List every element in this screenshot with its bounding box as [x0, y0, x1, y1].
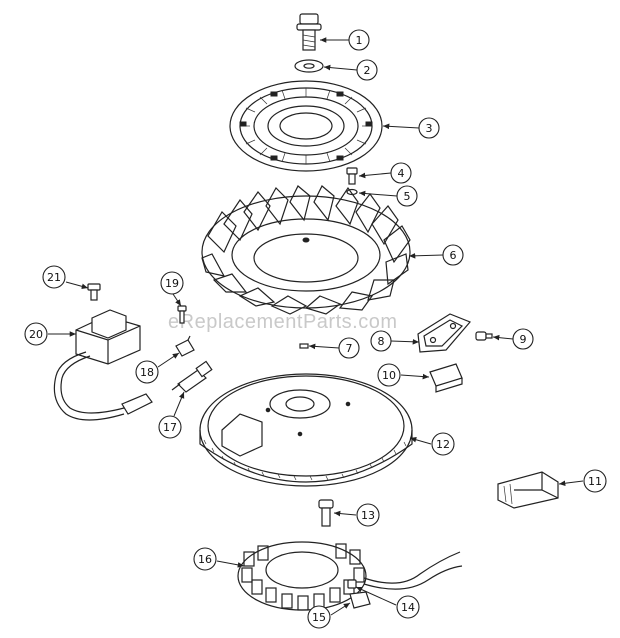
svg-text:9: 9 [520, 333, 527, 346]
callout-2: 2 [356, 59, 378, 81]
callout-10: 10 [377, 363, 401, 387]
svg-text:6: 6 [450, 249, 457, 262]
part-9-screw [475, 331, 493, 341]
part-13-bolt [318, 499, 334, 527]
svg-text:16: 16 [198, 553, 212, 566]
part-1-flange-bolt [296, 13, 322, 51]
part-12-flywheel [199, 373, 413, 487]
callout-8: 8 [370, 330, 392, 352]
part-16-stator [237, 541, 463, 611]
callout-1: 1 [348, 29, 370, 51]
svg-text:13: 13 [361, 509, 375, 522]
part-19-screw [177, 305, 187, 324]
callout-19: 19 [160, 271, 184, 295]
svg-text:17: 17 [163, 421, 177, 434]
callout-6: 6 [442, 244, 464, 266]
svg-text:15: 15 [312, 611, 326, 624]
callout-5: 5 [396, 185, 418, 207]
callout-12: 12 [431, 432, 455, 456]
callout-4: 4 [390, 162, 412, 184]
callout-15: 15 [307, 605, 331, 629]
svg-text:11: 11 [588, 475, 602, 488]
svg-text:19: 19 [165, 277, 179, 290]
part-20-ignition-coil [53, 309, 153, 421]
svg-text:20: 20 [29, 328, 43, 341]
callout-9: 9 [512, 328, 534, 350]
svg-text:8: 8 [378, 335, 385, 348]
part-21-bolt [87, 283, 101, 301]
part-18-clip [175, 335, 195, 357]
part-10-connector [429, 363, 463, 393]
svg-text:10: 10 [382, 369, 396, 382]
part-4-screw [346, 167, 358, 185]
callout-14: 14 [396, 595, 420, 619]
callout-20: 20 [24, 322, 48, 346]
part-14-screw [347, 579, 357, 589]
part-6-fan [201, 185, 411, 315]
callout-13: 13 [356, 503, 380, 527]
callout-17: 17 [158, 415, 182, 439]
svg-text:1: 1 [356, 34, 363, 47]
leader-lines [48, 37, 584, 616]
part-7-flywheel-key [299, 343, 309, 349]
svg-text:14: 14 [401, 601, 415, 614]
callout-18: 18 [135, 360, 159, 384]
part-8-rectifier [417, 313, 472, 353]
part-15-wire-clamp [349, 591, 371, 609]
svg-text:2: 2 [364, 64, 371, 77]
svg-text:12: 12 [436, 438, 450, 451]
part-3-flywheel-screen [229, 80, 383, 172]
callout-11: 11 [583, 469, 607, 493]
part-17-spark-plug [171, 360, 213, 393]
svg-text:18: 18 [140, 366, 154, 379]
callout-7: 7 [338, 337, 360, 359]
callout-21: 21 [42, 265, 66, 289]
watermark-text: eReplacementParts.com [168, 311, 397, 333]
svg-text:5: 5 [404, 190, 411, 203]
svg-text:4: 4 [398, 167, 405, 180]
callout-3: 3 [418, 117, 440, 139]
svg-text:3: 3 [426, 122, 433, 135]
callout-16: 16 [193, 547, 217, 571]
part-11-connector-boot [497, 471, 559, 509]
svg-text:21: 21 [47, 271, 61, 284]
svg-text:7: 7 [346, 342, 353, 355]
part-2-washer [294, 59, 324, 73]
